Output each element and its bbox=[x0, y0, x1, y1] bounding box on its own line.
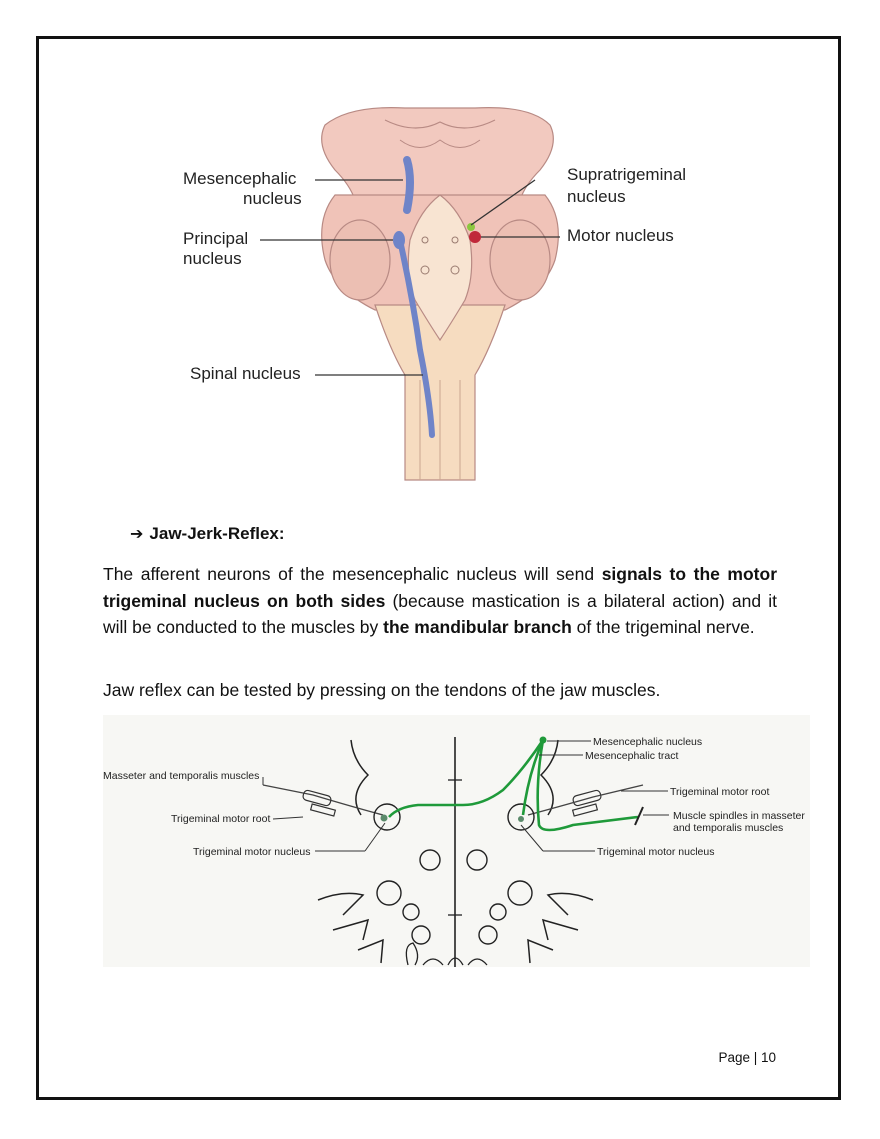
label-root-left: Trigeminal motor root bbox=[171, 813, 270, 825]
supratrigeminal-nucleus bbox=[467, 223, 475, 231]
section-heading-text: Jaw-Jerk-Reflex: bbox=[149, 524, 285, 543]
midbrain bbox=[321, 107, 554, 201]
label-nucleus-right: Trigeminal motor nucleus bbox=[597, 846, 715, 858]
spinal-nucleus bbox=[398, 242, 435, 438]
page-border bbox=[36, 36, 841, 1100]
motor-nucleus bbox=[469, 231, 481, 243]
label-root-right: Trigeminal motor root bbox=[670, 786, 769, 798]
label-spindles-1: Muscle spindles in masseter bbox=[673, 810, 805, 822]
label-principal-2: nucleus bbox=[183, 249, 242, 268]
label-principal-1: Principal bbox=[183, 229, 248, 248]
label-masseter: Masseter and temporalis muscles bbox=[103, 770, 259, 782]
reflex-pathway-figure: Mesencephalic nucleus Mesencephalic trac… bbox=[103, 715, 810, 967]
label-mesencephalic-2: nucleus bbox=[243, 189, 302, 208]
mesencephalic-nucleus bbox=[403, 156, 414, 214]
section-heading: ➔ Jaw-Jerk-Reflex: bbox=[130, 524, 285, 544]
label-supratrigeminal-2: nucleus bbox=[567, 187, 626, 206]
motor-nucleus-left bbox=[373, 803, 401, 831]
paragraph-jaw-jerk: The afferent neurons of the mesencephali… bbox=[103, 564, 778, 637]
page-number: Page | 10 bbox=[718, 1050, 776, 1065]
label-mesencephalic-1: Mesencephalic bbox=[183, 169, 297, 188]
label-nucleus-left: Trigeminal motor nucleus bbox=[193, 846, 311, 858]
label-motor: Motor nucleus bbox=[567, 226, 674, 245]
label-spinal: Spinal nucleus bbox=[190, 364, 301, 383]
arrow-right-icon: ➔ bbox=[130, 526, 144, 543]
motor-nucleus-right bbox=[507, 803, 535, 831]
label-spindles-2: and temporalis muscles bbox=[673, 822, 783, 834]
brainstem-figure: Mesencephalic nucleus Principal nucleus … bbox=[175, 100, 705, 485]
label-mes-nucleus: Mesencephalic nucleus bbox=[593, 736, 702, 748]
reflex-pathway bbox=[388, 739, 639, 832]
label-mes-tract: Mesencephalic tract bbox=[585, 750, 678, 762]
label-supratrigeminal-1: Supratrigeminal bbox=[567, 165, 686, 184]
paragraph-jaw-reflex-test: Jaw reflex can be tested by pressing on … bbox=[103, 680, 661, 700]
